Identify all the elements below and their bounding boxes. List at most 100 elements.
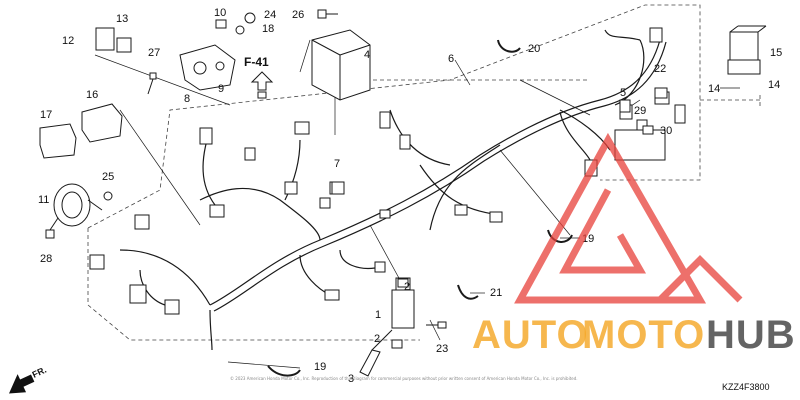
part-29 [636, 119, 648, 131]
harness-branch [299, 254, 331, 296]
harness-branch [419, 164, 501, 216]
connector [454, 204, 468, 216]
leader-line [454, 59, 471, 86]
part-16 [81, 103, 123, 143]
bolt-23 [426, 321, 447, 329]
callout-12: 12 [62, 35, 74, 47]
automotohub-watermark: AUTO MOTO HUB [472, 132, 796, 357]
callout-9: 9 [218, 83, 224, 95]
boundary-line [87, 228, 420, 341]
callout-19: 19 [314, 361, 326, 373]
boundary-line [87, 4, 701, 229]
callout-28: 28 [40, 253, 52, 265]
front-arrow-icon [9, 374, 35, 394]
callout-6: 6 [448, 53, 454, 65]
control-unit-4 [311, 29, 371, 101]
clamp-21 [457, 284, 479, 300]
connector [674, 104, 686, 124]
callout-15: 15 [770, 47, 782, 59]
clamp-19-right [547, 229, 573, 243]
collar-10 [215, 19, 227, 29]
callout-26: 26 [292, 9, 304, 21]
leader-lines [94, 39, 740, 369]
harness-branch [559, 111, 591, 161]
connector [489, 211, 503, 223]
callout-16: 16 [86, 89, 98, 101]
callout-10: 10 [214, 7, 226, 19]
callout-2: 2 [374, 333, 380, 345]
ref-label: F-41 [244, 55, 269, 69]
harness-branch [429, 144, 501, 231]
callout-5: 5 [620, 87, 626, 99]
connector [374, 261, 386, 273]
fasteners [45, 9, 447, 349]
callout-14: 14 [708, 83, 720, 95]
connector [649, 27, 663, 43]
callout-29: 29 [634, 105, 646, 117]
harness-branch [389, 109, 451, 166]
harness-branch [284, 139, 301, 201]
bracket-8-9 [179, 44, 236, 91]
part-2a [397, 278, 409, 288]
components [39, 25, 767, 377]
watermark-text-moto: MOTO [582, 313, 705, 357]
part-7 [331, 181, 345, 195]
connector [164, 299, 180, 315]
callout-27: 27 [148, 47, 160, 59]
assembly-boundaries [87, 4, 761, 341]
direction-indicator: FR. [9, 365, 48, 394]
bolt-f41 [257, 91, 267, 99]
leader-line [519, 79, 591, 116]
part-12-13 [95, 27, 132, 53]
callout-11: 11 [38, 194, 49, 206]
connector [324, 289, 340, 301]
clamp-20 [497, 39, 521, 53]
connector [284, 181, 298, 195]
harness-trunk [213, 41, 667, 312]
connector [209, 204, 225, 218]
harness-branch [119, 249, 211, 306]
watermark-text-hub: HUB [706, 313, 796, 357]
copyright-text: © 2023 American Honda Motor Co., Inc. Re… [230, 376, 578, 381]
connector [379, 209, 391, 219]
direction-label: FR. [31, 365, 48, 380]
callout-30: 30 [660, 125, 672, 137]
clamp-19-bottom [267, 365, 301, 377]
callout-13: 13 [116, 13, 128, 25]
harness-branch [339, 249, 376, 270]
callout-2: 2 [404, 281, 410, 293]
harness-branch [604, 29, 641, 41]
connector [129, 284, 147, 304]
diagram-code: KZZ4F3800 [722, 382, 770, 392]
leader-line [94, 54, 231, 106]
harness-branch [209, 309, 213, 351]
leader-line [499, 149, 571, 236]
callout-1: 1 [375, 309, 381, 321]
grommet-18 [235, 25, 245, 35]
connector [379, 111, 391, 129]
leader-line [369, 224, 401, 281]
callout-18: 18 [262, 23, 274, 35]
horn-11 [53, 183, 103, 227]
watermark-logo-icon [514, 132, 743, 304]
f41-arrow-icon [250, 71, 274, 91]
harness-branch [199, 187, 321, 241]
part-25 [103, 191, 113, 201]
harness-trunk [209, 39, 661, 306]
f41-reference: F-41 [244, 55, 274, 91]
leader-line [429, 319, 441, 341]
bolt-27 [147, 72, 157, 95]
callout-4: 4 [364, 49, 370, 61]
callouts: 1 2 2 3 4 5 6 7 8 9 10 11 12 13 14 14 15… [38, 7, 782, 385]
callout-20: 20 [528, 43, 540, 55]
bolt-26 [317, 9, 338, 19]
connector [319, 197, 331, 209]
part-2b [391, 339, 403, 349]
leader-line [299, 39, 311, 73]
connector [134, 214, 150, 230]
part-17 [39, 123, 77, 159]
connector [294, 121, 310, 135]
connector [199, 127, 213, 145]
